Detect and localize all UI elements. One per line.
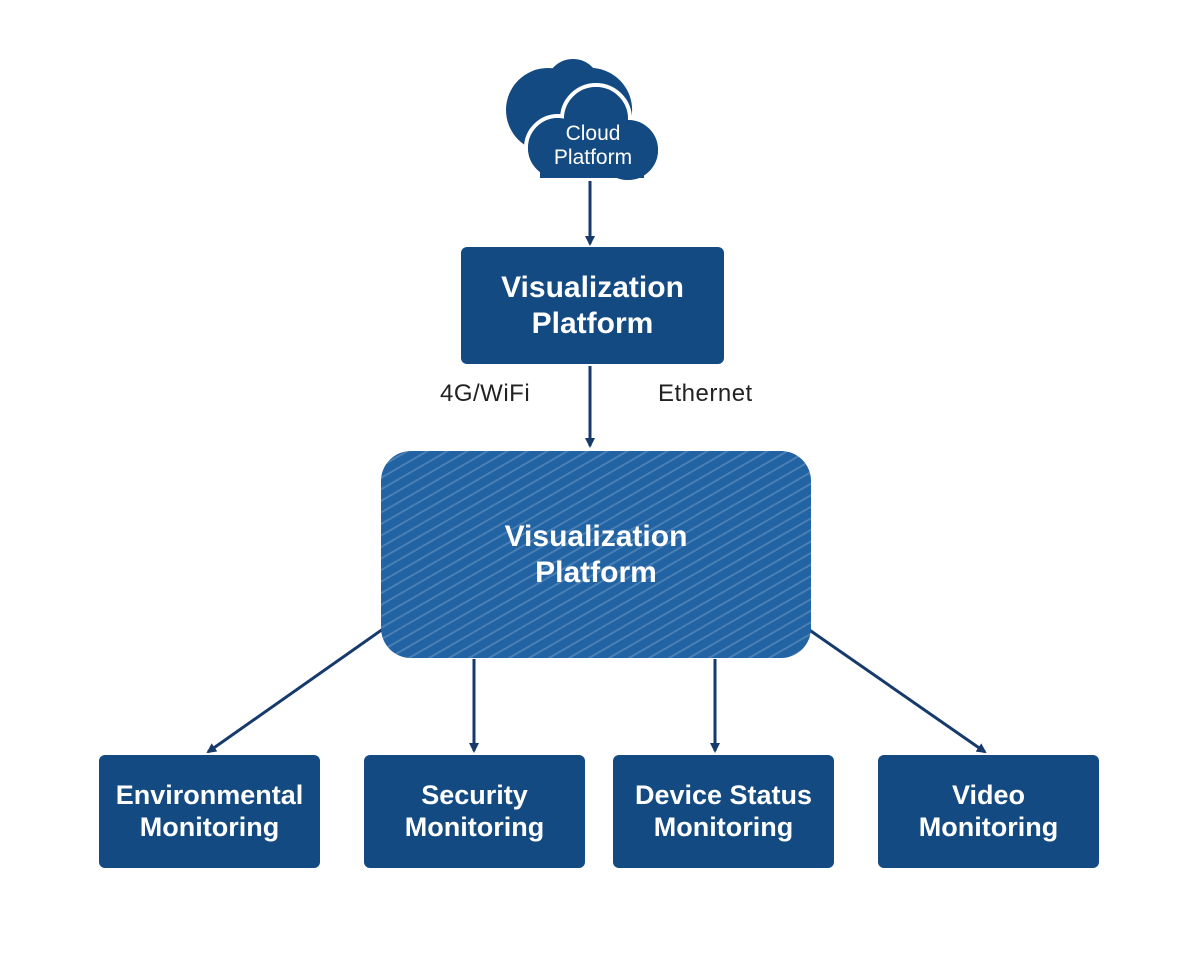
- cloud-platform-label: Cloud Platform: [527, 122, 659, 170]
- connection-label-ethernet: Ethernet: [658, 380, 753, 407]
- top-box-line1: Visualization: [501, 271, 684, 305]
- leaf-line2: Monitoring: [404, 811, 545, 842]
- cloud-label-line1: Cloud: [565, 122, 621, 145]
- leaf-line1: Security: [421, 779, 528, 810]
- device-status-monitoring-box: Device Status Monitoring: [613, 755, 834, 868]
- leaf-line1: Environmental: [115, 779, 304, 810]
- leaf-line1: Device Status: [634, 779, 813, 810]
- environmental-monitoring-box: Environmental Monitoring: [99, 755, 320, 868]
- top-box-line2: Platform: [531, 306, 654, 340]
- leaf-line2: Monitoring: [653, 811, 794, 842]
- leaf-line1: Video: [951, 779, 1026, 810]
- security-monitoring-box: Security Monitoring: [364, 755, 585, 868]
- leaf-line2: Monitoring: [139, 811, 280, 842]
- cloud-label-line2: Platform: [553, 146, 633, 170]
- visualization-platform-top: Visualization Platform: [461, 247, 724, 364]
- arrow-to-environmental: [206, 627, 384, 754]
- middle-box-line2: Platform: [535, 555, 657, 589]
- leaf-line2: Monitoring: [918, 811, 1059, 842]
- visualization-platform-middle: Visualization Platform: [381, 451, 811, 658]
- middle-box-line1: Visualization: [504, 520, 688, 554]
- video-monitoring-box: Video Monitoring: [878, 755, 1099, 868]
- connection-label-4g-wifi: 4G/WiFi: [440, 380, 531, 407]
- cloud-icon: [506, 59, 662, 184]
- arrow-to-video: [807, 627, 987, 754]
